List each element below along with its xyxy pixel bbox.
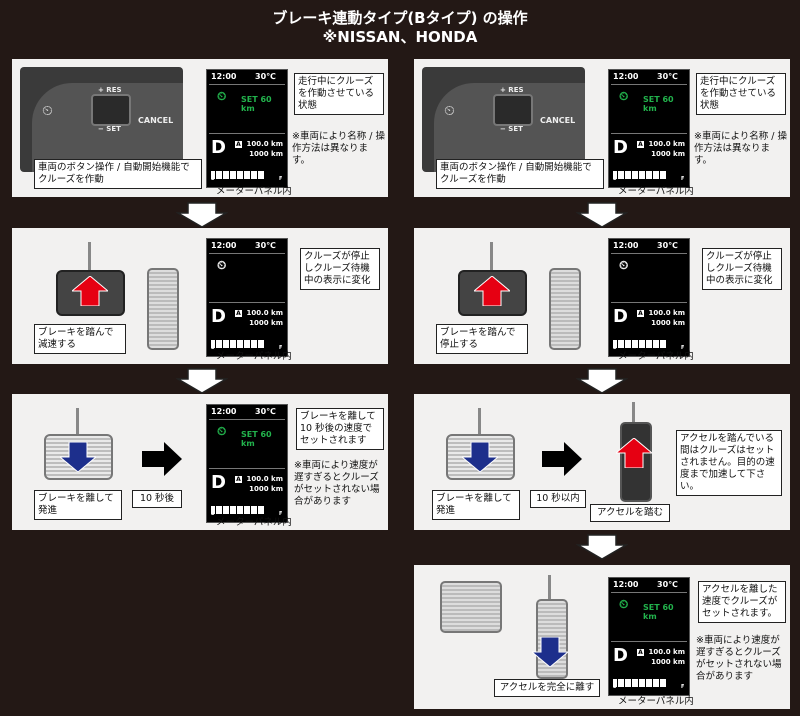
fuel-gauge	[211, 164, 283, 179]
meter-caption: メーターパネル内	[618, 696, 694, 707]
right-step3-callout: アクセルを踏んでいる間はクルーズはセットされません。目的の速度まで加速して下さい…	[676, 430, 782, 496]
accelerator-pedal	[616, 422, 652, 502]
meter-caption: メーターパネル内	[618, 351, 694, 362]
press-arrow-icon	[474, 276, 510, 306]
meter-caption: メーターパネル内	[618, 186, 694, 197]
left-step3-label: ブレーキを離して発進	[34, 490, 122, 520]
meter-caption: メーターパネル内	[216, 351, 292, 362]
right-step4-callout: アクセルを離した速度でクルーズがセットされます。	[698, 581, 786, 623]
down-arrow-icon	[577, 202, 627, 228]
meter-caption: メーターパネル内	[216, 186, 292, 197]
cruise-standby-icon: ⏲	[217, 258, 227, 272]
accelerator-pedal	[549, 268, 581, 350]
accelerator-pedal	[147, 268, 179, 350]
press-arrow-icon	[616, 438, 652, 468]
right-step1-label: 車両のボタン操作 / 自動開始機能でクルーズを作動	[436, 159, 604, 189]
brake-pedal	[458, 270, 527, 316]
next-arrow-icon	[542, 442, 582, 476]
cruise-icon: ⏲	[619, 89, 629, 103]
cruise-icon: ⏲	[619, 597, 629, 611]
meter-caption: メーターパネル内	[216, 517, 292, 528]
page-title: ブレーキ連動タイプ(Bタイプ) の操作	[272, 9, 528, 27]
fuel-gauge	[211, 333, 283, 348]
cruise-icon: ⏲	[217, 424, 227, 438]
res-set-switch	[493, 94, 533, 126]
right-step3-accel-label: アクセルを踏む	[590, 504, 670, 522]
cruise-icon: ⏲	[42, 103, 53, 119]
left-step1-panel: ⏲ + RES − SET CANCEL 車両のボタン操作 / 自動開始機能でク…	[12, 59, 388, 197]
cancel-label: CANCEL	[138, 116, 174, 125]
cruise-standby-icon: ⏲	[619, 258, 629, 272]
left-step1-callout: 走行中にクルーズを作動させている状態	[294, 73, 384, 115]
fuel-gauge	[613, 333, 685, 348]
fuel-gauge	[613, 672, 685, 687]
cancel-label: CANCEL	[540, 116, 576, 125]
cruise-icon: ⏲	[217, 89, 227, 103]
set-label: − SET	[98, 125, 121, 133]
right-step2-callout: クルーズが停止しクルーズ待機中の表示に変化	[702, 248, 782, 290]
brake-pedal	[44, 434, 113, 480]
res-label: + RES	[98, 86, 122, 94]
left-step3-callout: ブレーキを離して10 秒後の速度でセットされます	[296, 408, 384, 450]
release-arrow-icon	[60, 442, 96, 472]
left-step1-label: 車両のボタン操作 / 自動開始機能でクルーズを作動	[34, 159, 202, 189]
brake-pedal	[56, 270, 125, 316]
down-arrow-icon	[177, 368, 227, 394]
right-step3-label: ブレーキを離して発進	[432, 490, 520, 520]
next-arrow-icon	[142, 442, 182, 476]
right-step3-panel: ブレーキを離して発進 10 秒以内 アクセルを踏む アクセルを踏んでいる間はクル…	[414, 394, 790, 530]
release-arrow-icon	[532, 637, 568, 667]
down-arrow-icon	[177, 202, 227, 228]
left-step2-label: ブレーキを踏んで減速する	[34, 324, 126, 354]
brake-pedal	[440, 581, 502, 633]
brake-pedal	[446, 434, 515, 480]
left-step1-note: ※車両により名称 / 操作方法は異なります。	[292, 131, 386, 166]
left-step3-time: 10 秒後	[132, 490, 182, 508]
steering-wheel-image: ⏲ + RES − SET CANCEL	[422, 67, 585, 172]
right-step4-label: アクセルを完全に離す	[494, 679, 600, 697]
left-step3-note: ※車両により速度が遅すぎるとクルーズがセットされない場合があります	[294, 460, 380, 507]
accelerator-pedal	[532, 599, 568, 679]
right-step1-callout: 走行中にクルーズを作動させている状態	[696, 73, 786, 115]
press-arrow-icon	[72, 276, 108, 306]
right-step1-panel: ⏲ + RES − SET CANCEL 車両のボタン操作 / 自動開始機能でク…	[414, 59, 790, 197]
right-step4-note: ※車両により速度が遅すぎるとクルーズがセットされない場合があります	[696, 635, 782, 682]
steering-wheel-image: ⏲ + RES − SET CANCEL	[20, 67, 183, 172]
right-step2-label: ブレーキを踏んで停止する	[436, 324, 528, 354]
set-label: − SET	[500, 125, 523, 133]
right-step1-note: ※車両により名称 / 操作方法は異なります。	[694, 131, 788, 166]
res-label: + RES	[500, 86, 524, 94]
down-arrow-icon	[577, 534, 627, 560]
right-step3-time: 10 秒以内	[530, 490, 586, 508]
cruise-icon: ⏲	[444, 103, 455, 119]
release-arrow-icon	[462, 442, 498, 472]
down-arrow-icon	[577, 368, 627, 394]
res-set-switch	[91, 94, 131, 126]
left-step2-callout: クルーズが停止しクルーズ待機中の表示に変化	[300, 248, 380, 290]
page-subtitle: ※NISSAN、HONDA	[322, 28, 478, 46]
fuel-gauge	[613, 164, 685, 179]
fuel-gauge	[211, 499, 283, 514]
